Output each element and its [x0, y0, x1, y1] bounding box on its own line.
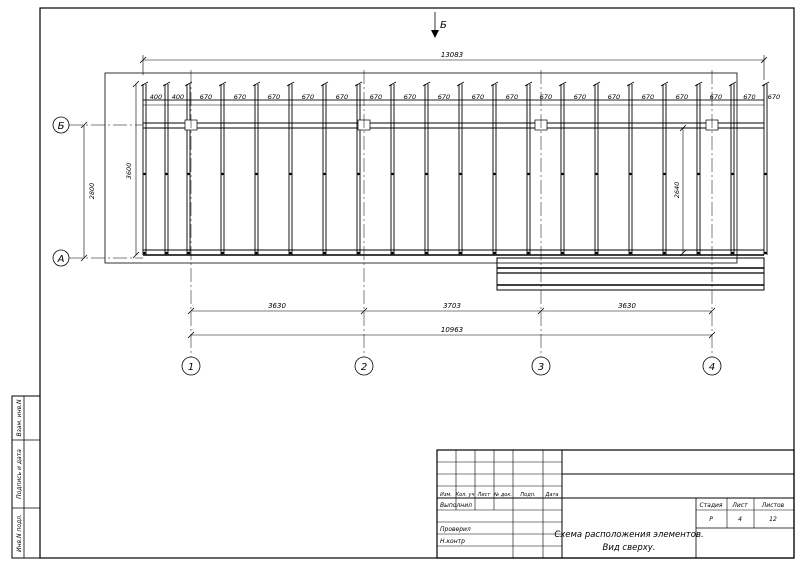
module-dimension: 670	[472, 93, 484, 101]
row-axis-label: А	[57, 254, 65, 265]
post	[354, 81, 363, 255]
row-axis-b: Б	[52, 116, 143, 134]
sheets-value: 12	[769, 516, 777, 523]
column-axis-label: 3	[538, 362, 544, 373]
module-dimension: 670	[608, 93, 620, 101]
stage-value: Р	[709, 516, 713, 523]
module-dimension: 670	[404, 93, 416, 101]
platform-outline	[104, 72, 738, 264]
post	[761, 81, 770, 255]
module-dimension: 670	[710, 93, 722, 101]
bay-dimension: 3630	[268, 302, 286, 310]
section-marker: Б	[431, 12, 447, 38]
module-dimension: 670	[200, 93, 212, 101]
title-header-cell: Лист	[477, 492, 492, 498]
module-dimension: 670	[438, 93, 450, 101]
column-axis-label: 1	[188, 362, 194, 373]
post	[524, 81, 533, 255]
total-axis-dimension: 10963	[187, 326, 716, 339]
post	[490, 81, 499, 255]
total-axis-dimension-text: 10963	[441, 326, 463, 334]
post	[626, 81, 635, 255]
left-outer-dimension: 2800	[88, 183, 96, 200]
title-block: Изм. Кол. уч Лист № док. Подп. Дата Выпо…	[436, 449, 795, 559]
frame-beams	[143, 99, 764, 256]
module-dimension: 670	[370, 93, 382, 101]
post	[456, 81, 465, 255]
post	[140, 81, 149, 255]
post	[728, 81, 737, 255]
sheet-frame	[39, 7, 795, 559]
post	[592, 81, 601, 255]
right-dimension-text: 2640	[673, 182, 681, 199]
stage-label: Стадия	[699, 502, 722, 509]
row-axis-label: Б	[58, 121, 65, 132]
post	[558, 81, 567, 255]
module-dimension: 670	[540, 93, 552, 101]
side-stamp-label: Взам. инв.N	[16, 399, 23, 437]
column-axis-label: 2	[361, 362, 367, 373]
title-role: Н.контр	[440, 538, 465, 545]
bay-dimension: 3703	[443, 302, 461, 310]
post	[422, 81, 431, 255]
column-axis: 2	[354, 70, 374, 376]
title-header-cell: № док.	[493, 492, 512, 498]
module-dimension: 400	[150, 93, 162, 101]
title-header-cell: Дата	[545, 492, 559, 498]
module-dimension: 670	[743, 93, 755, 101]
module-dimension: 670	[506, 93, 518, 101]
post	[388, 81, 397, 255]
section-marker-label: Б	[440, 20, 447, 31]
drawing-subtitle: Вид сверху.	[602, 543, 655, 553]
drawing-title: Схема расположения элементов.	[554, 530, 703, 540]
post	[252, 81, 261, 255]
module-dimension: 400	[172, 93, 184, 101]
title-role: Выполнил	[440, 502, 472, 509]
column-axis: 4	[702, 70, 722, 376]
module-dimension: 670	[676, 93, 688, 101]
module-dimension: 670	[336, 93, 348, 101]
sheet-label: Лист	[731, 502, 748, 509]
post	[162, 81, 171, 255]
post	[694, 81, 703, 255]
post	[320, 81, 329, 255]
bay-dimension: 3630	[618, 302, 636, 310]
title-header-cell: Подп.	[520, 492, 535, 498]
left-inner-dimension: 3600	[125, 163, 133, 180]
module-dimension: 670	[268, 93, 280, 101]
title-header-cell: Изм.	[440, 492, 452, 498]
sheet-value: 4	[738, 516, 742, 523]
bay-dimension-chain: 3630 3703 3630	[187, 302, 716, 315]
post	[286, 81, 295, 255]
column-axis: 1	[181, 70, 201, 376]
module-dimension: 670	[642, 93, 654, 101]
column-axes: 1 2 3 4	[181, 70, 722, 376]
title-role: Проверил	[440, 526, 471, 533]
overall-dimension: 13083	[139, 51, 768, 80]
left-dimensions: 2800 3600	[80, 80, 140, 262]
column-axis: 3	[531, 70, 551, 376]
module-dimension: 670	[302, 93, 314, 101]
title-header-cell: Кол. уч	[456, 492, 475, 498]
post	[660, 81, 669, 255]
side-stamp-label: Подпись и дата	[16, 449, 23, 499]
step-block	[496, 257, 765, 291]
side-stamp-label: Инв.N подл.	[16, 514, 23, 552]
sheets-label: Листов	[761, 502, 785, 509]
post	[218, 81, 227, 255]
module-dimension: 670	[574, 93, 586, 101]
vertical-posts	[140, 81, 770, 255]
side-stamp: Инв.N подл. Подпись и дата Взам. инв.N	[11, 395, 41, 559]
section-arrow-icon	[431, 30, 439, 38]
row-axis-a: А	[52, 249, 143, 267]
module-dimension: 670	[768, 93, 780, 101]
right-dimension: 2640	[673, 124, 687, 257]
overall-dimension-text: 13083	[441, 51, 463, 59]
module-dimension: 670	[234, 93, 246, 101]
column-axis-label: 4	[709, 362, 715, 373]
